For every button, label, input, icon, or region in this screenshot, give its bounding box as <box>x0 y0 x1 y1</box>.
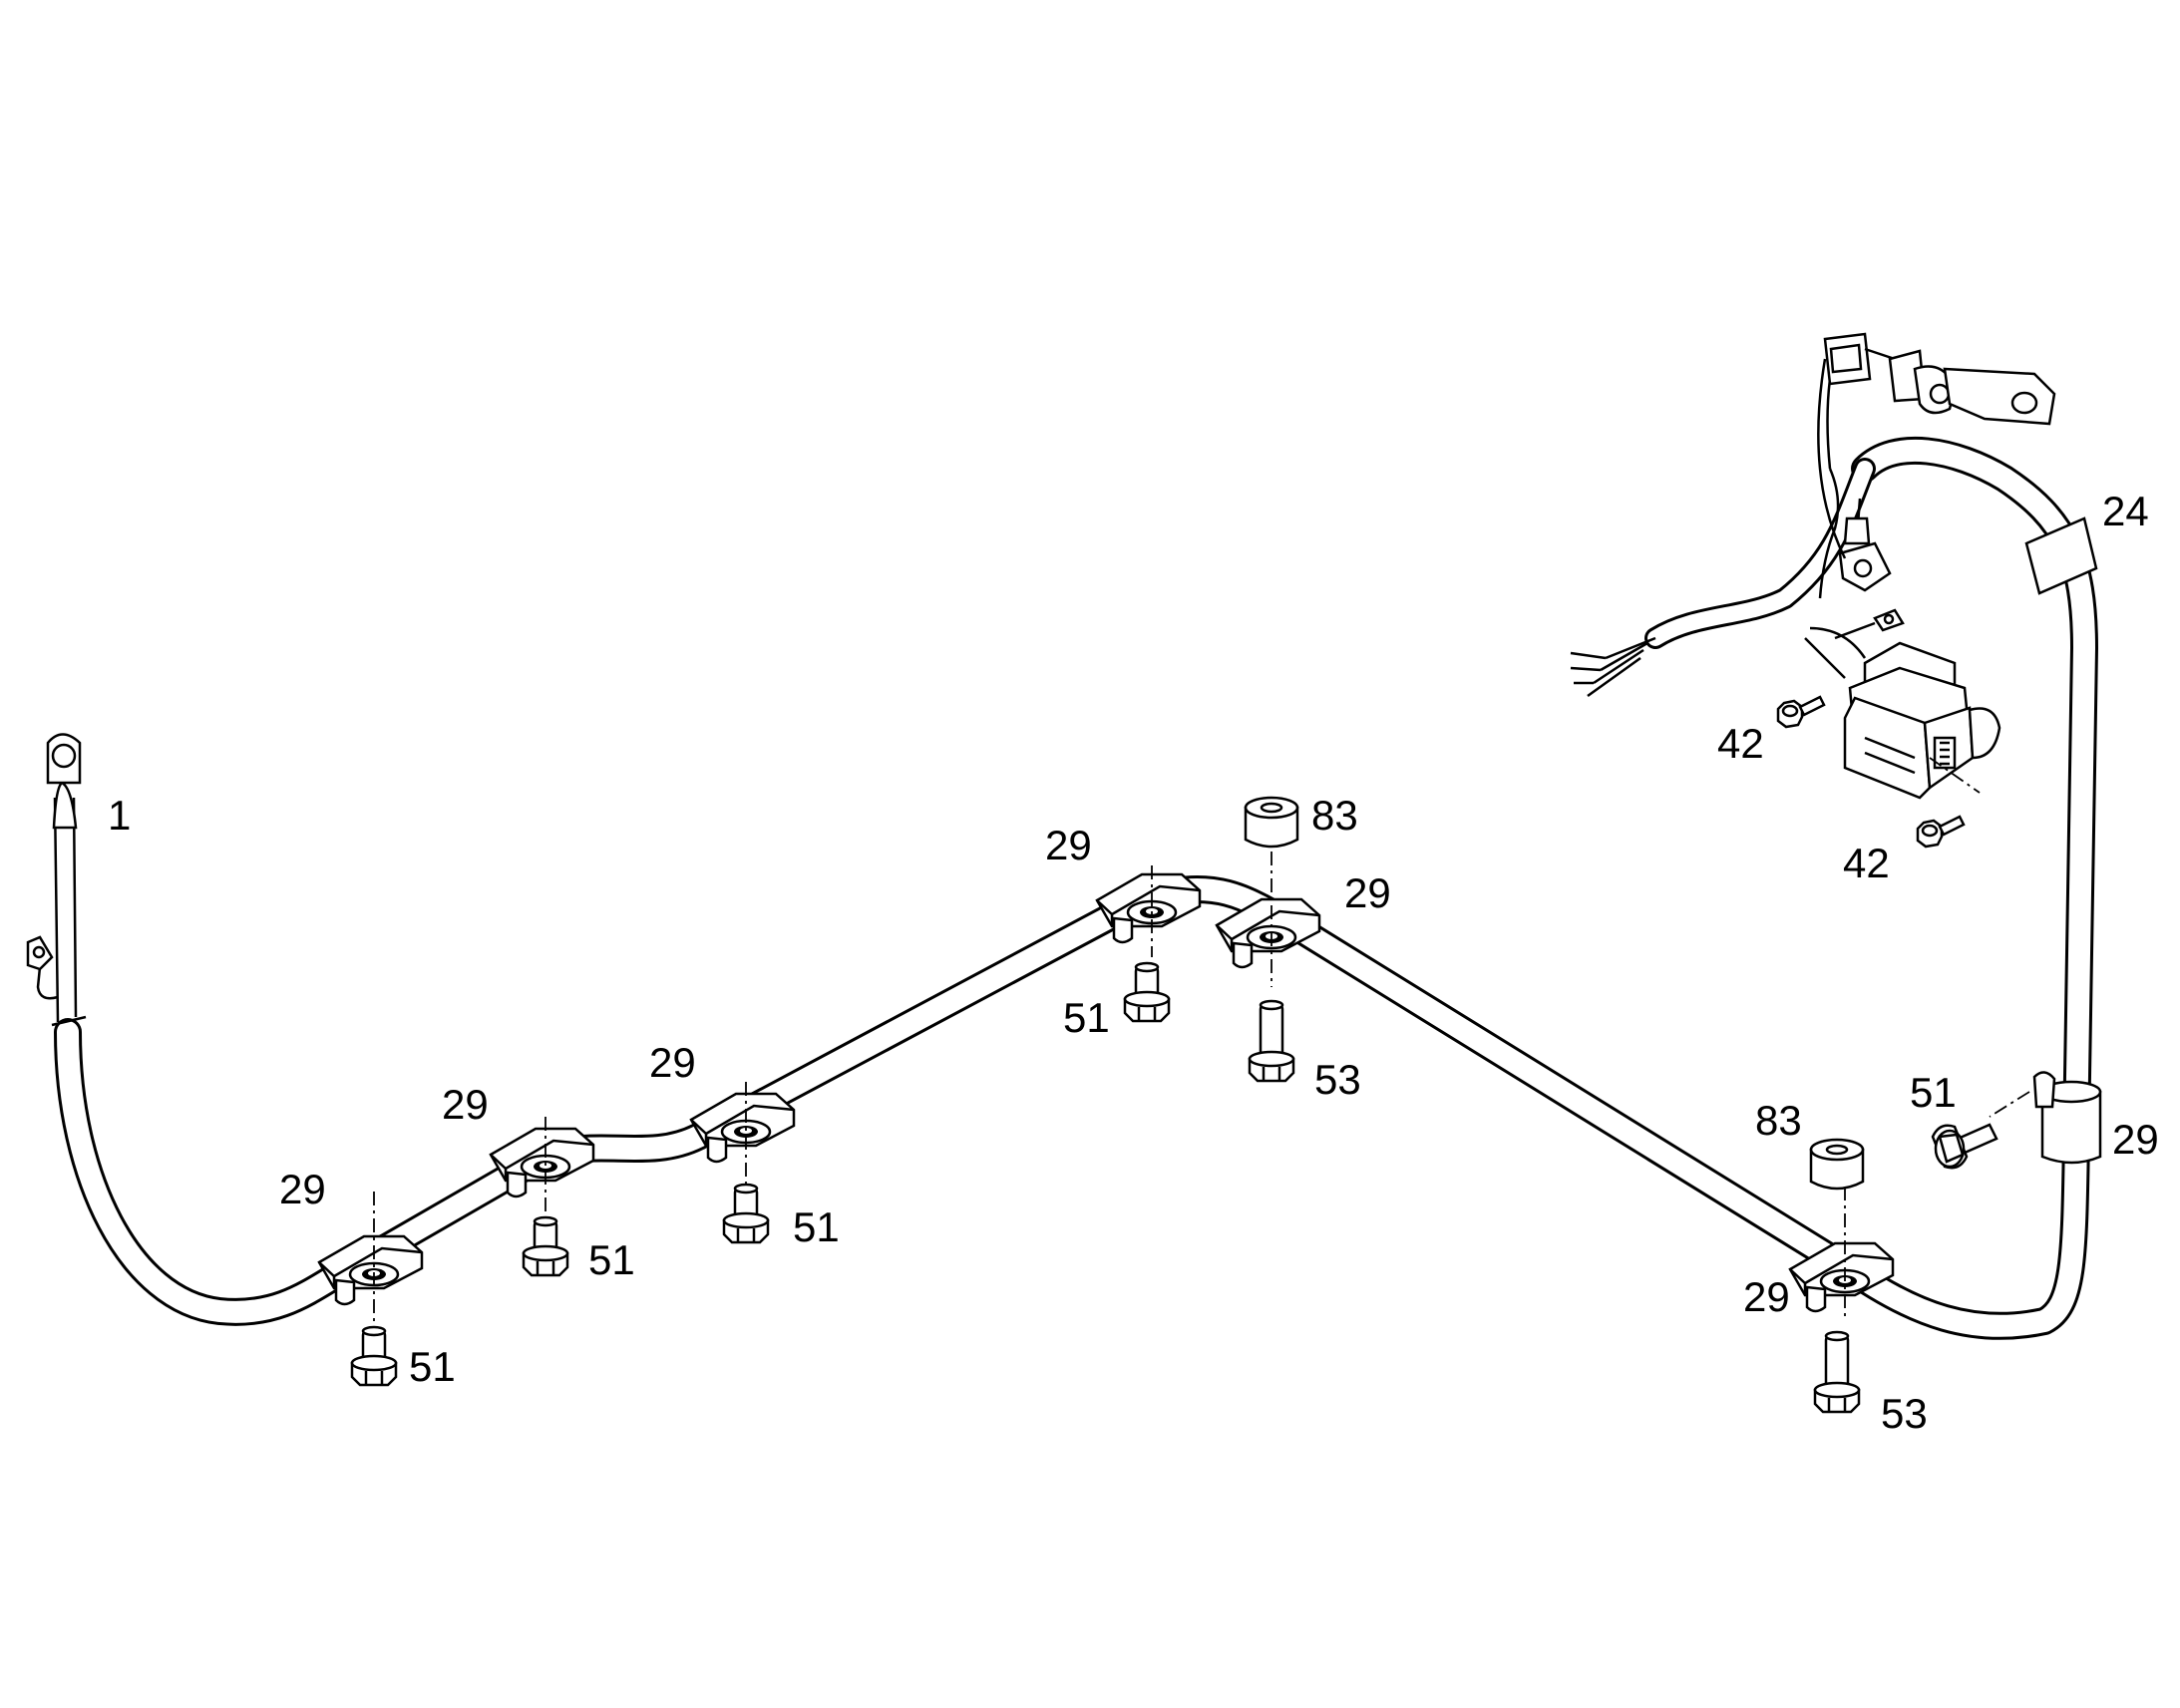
callout-29: 29 <box>1045 822 1092 868</box>
callout-29: 29 <box>649 1039 696 1086</box>
bolt-53 <box>1248 999 1295 1083</box>
bolt-51 <box>722 1183 770 1244</box>
bolt-53 <box>1813 1330 1861 1414</box>
callout-29: 29 <box>2112 1116 2159 1163</box>
callout-51: 51 <box>588 1236 635 1283</box>
screw-42 <box>1916 815 1966 849</box>
callout-labels: 1 24 29 29 29 29 29 29 29 42 42 51 51 51… <box>108 488 2159 1437</box>
callout-83: 83 <box>1311 792 1358 839</box>
bolt-51 <box>350 1325 398 1387</box>
callout-51: 51 <box>409 1343 456 1390</box>
callout-1: 1 <box>108 792 131 839</box>
callout-53: 53 <box>1314 1056 1361 1103</box>
callout-29: 29 <box>279 1166 326 1212</box>
callout-53: 53 <box>1881 1390 1928 1437</box>
callout-51: 51 <box>793 1203 840 1250</box>
callout-42: 42 <box>1843 840 1890 886</box>
callout-29: 29 <box>1344 869 1391 916</box>
spacer-83 <box>1809 1138 1865 1191</box>
callout-42: 42 <box>1717 720 1764 767</box>
callout-51: 51 <box>1063 994 1110 1041</box>
bolt-51 <box>1123 961 1171 1023</box>
cable-clamp <box>1215 897 1321 969</box>
screw-42 <box>1776 695 1826 729</box>
callout-29: 29 <box>1743 1273 1790 1320</box>
callout-24: 24 <box>2102 488 2149 534</box>
callout-51: 51 <box>1910 1069 1957 1116</box>
cable-clamp <box>317 1234 424 1306</box>
cable-clamp <box>1095 872 1202 944</box>
callout-83: 83 <box>1755 1097 1802 1144</box>
battery-cable <box>26 436 2098 1340</box>
callout-29: 29 <box>442 1081 489 1128</box>
harness-branch <box>1570 332 2098 800</box>
spacer-83 <box>1244 796 1299 849</box>
cable-band-clamp <box>2032 1071 2102 1165</box>
bolt-51 <box>522 1215 569 1277</box>
bolt-51 <box>1931 1123 1998 1170</box>
cable-clamp <box>689 1092 796 1164</box>
